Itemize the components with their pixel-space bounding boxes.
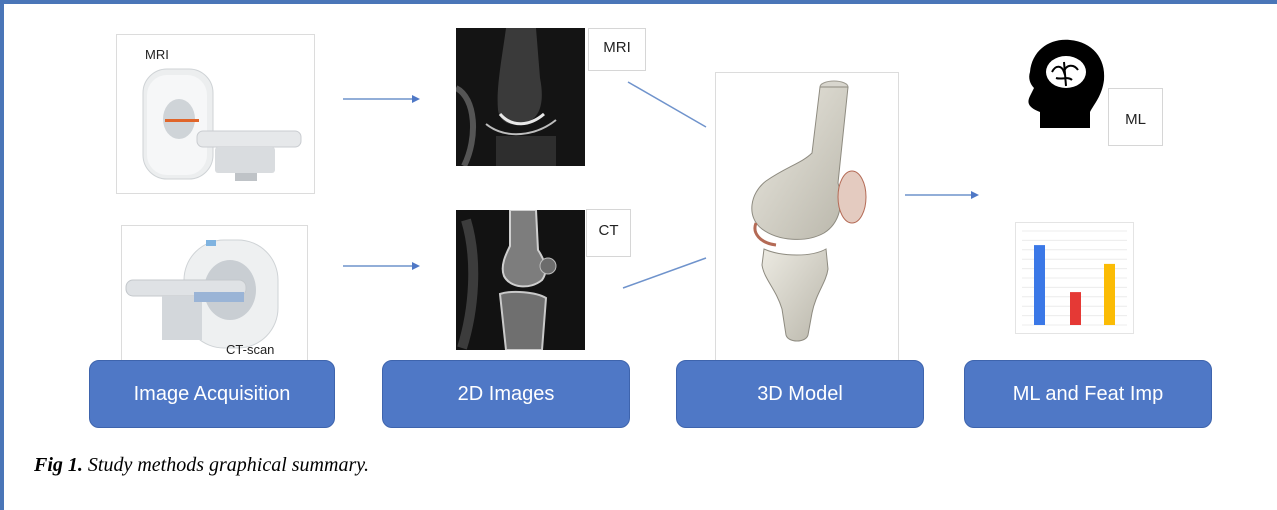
caption-prefix: Fig 1. bbox=[34, 454, 83, 476]
stage-3d-model[interactable]: 3D Model bbox=[676, 360, 924, 428]
line-mri-to-3d bbox=[628, 82, 706, 127]
stage-ml-and-feat-imp[interactable]: ML and Feat Imp bbox=[964, 360, 1212, 428]
arrow-mri-to-2d-head bbox=[412, 95, 420, 103]
line-ct-to-3d bbox=[623, 258, 706, 288]
feature-importance-chart bbox=[1015, 222, 1134, 334]
bar-chart-svg bbox=[1016, 223, 1133, 333]
ml-label: ML bbox=[1108, 88, 1163, 146]
arrow-ct-to-2d-head bbox=[412, 262, 420, 270]
arrow-3d-to-ml-head bbox=[971, 191, 979, 199]
chart-bar-1 bbox=[1034, 245, 1045, 325]
chart-bar-2 bbox=[1070, 292, 1081, 325]
brain-head-icon bbox=[1028, 40, 1104, 128]
figure-caption: Fig 1. Study methods graphical summary. bbox=[34, 454, 369, 477]
caption-text: Study methods graphical summary. bbox=[83, 454, 369, 476]
stage-image-acquisition[interactable]: Image Acquisition bbox=[89, 360, 335, 428]
chart-bar-3 bbox=[1104, 264, 1115, 325]
stage-2d-images[interactable]: 2D Images bbox=[382, 360, 630, 428]
